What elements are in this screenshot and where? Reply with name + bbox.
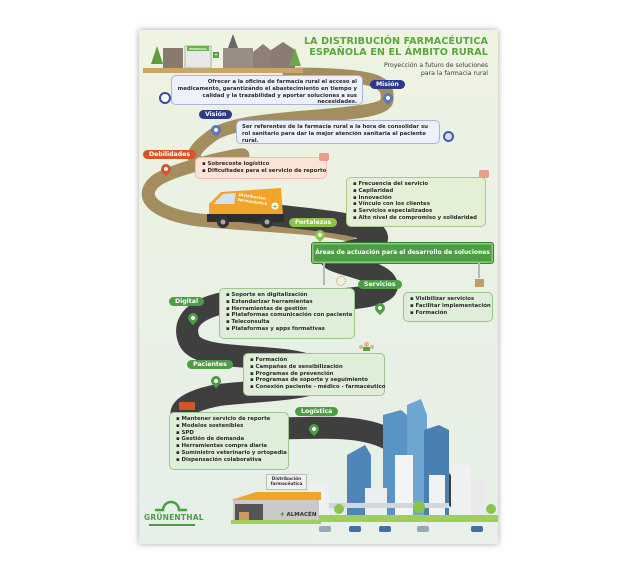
infographic-poster: FARMACIA + LA DISTRIBUCIÓN FARMACÉUTICA …	[139, 30, 498, 544]
fortalezas-item: Vínculo con los clientes	[353, 201, 479, 208]
thumbs-down-icon	[319, 153, 329, 161]
warehouse-illustration	[231, 492, 321, 524]
logistica-item: Dispensación colaborativa	[176, 457, 282, 464]
almacen-text: ALMACÉN	[286, 512, 317, 518]
debilidades-box: Sobrecoste logístico Dificultades para e…	[195, 157, 327, 179]
fortalezas-item: Frecuencia del servicio	[353, 181, 479, 188]
tree-icon	[289, 48, 301, 66]
logo-text: GRÜNENTHAL	[144, 513, 204, 522]
fortalezas-item: Alto nivel de compromiso y solidaridad	[353, 215, 479, 222]
subtitle-line-2: para la farmacia rural	[420, 69, 488, 77]
logistica-item: Herramientas compra diaria	[176, 443, 282, 450]
title-line-2: ESPAÑOLA EN EL ÁMBITO RURAL	[309, 47, 488, 58]
warehouse-sign: Distribución farmacéutica	[266, 474, 307, 490]
truck-icon	[179, 402, 195, 410]
pacientes-item: Programas de prevención	[250, 371, 378, 378]
banner-post	[478, 263, 480, 278]
digital-item: Teleconsulta	[226, 319, 348, 326]
page-subtitle: Proyección a futuro de soluciones para l…	[384, 62, 488, 77]
vision-text: Ser referentes de la farmacia rural a la…	[242, 124, 428, 144]
eye-icon	[443, 131, 454, 142]
touch-icon	[336, 276, 346, 286]
logistica-tag: Logística	[295, 407, 339, 416]
debilidades-tag: Debilidades	[143, 150, 197, 159]
warehouse-sign-text: Distribución farmacéutica	[270, 477, 303, 487]
pacientes-item: Campañas de sensibilización	[250, 364, 378, 371]
village-illustration: FARMACIA +	[143, 34, 303, 73]
pacientes-item: Formación	[250, 357, 378, 364]
cross-icon: ✚	[280, 512, 287, 518]
package-icon	[475, 279, 484, 287]
pacientes-box: Formación Campañas de sensibilización Pr…	[243, 353, 385, 396]
house-icon	[253, 44, 273, 68]
fortalezas-item: Innovación	[353, 195, 479, 202]
mision-text: Ofrecer a la oficina de farmacia rural e…	[177, 79, 357, 106]
logistica-box: Mantener servicio de reporte Modelos sos…	[169, 412, 289, 470]
fortalezas-item: Servicios especializados	[353, 208, 479, 215]
pacientes-tag: Pacientes	[187, 360, 233, 369]
logistica-item: Mantener servicio de reporte	[176, 416, 282, 423]
house-icon	[163, 48, 183, 68]
house-icon	[271, 42, 295, 68]
digital-item: Estandarizar herramientas	[226, 299, 348, 306]
grunenthal-logo: GRÜNENTHAL	[144, 513, 203, 522]
servicios-item: Formación	[410, 310, 486, 317]
fortalezas-item: Capilaridad	[353, 188, 479, 195]
mision-box: Ofrecer a la oficina de farmacia rural e…	[171, 75, 363, 105]
digital-box: Soporte en digitalización Estandarizar h…	[219, 288, 355, 339]
fortalezas-box: Frecuencia del servicio Capilaridad Inno…	[346, 177, 486, 227]
thumbs-up-icon	[479, 170, 489, 178]
logistica-item: Gestión de demanda	[176, 436, 282, 443]
servicios-item: Visibilizar servicios	[410, 296, 486, 303]
logistica-item: SPD	[176, 430, 282, 437]
digital-item: Plataformas comunicación con paciente	[226, 312, 353, 319]
delivery-van: +	[207, 188, 284, 228]
digital-item: Plataformas y apps formativas	[226, 326, 348, 333]
fortalezas-tag: Fortalezas	[289, 218, 338, 227]
digital-item: Soporte en digitalización	[226, 292, 348, 299]
logistica-item: Suministro veterinario y ortopedia	[176, 450, 287, 457]
church-spire	[228, 34, 238, 48]
pacientes-item: Programas de soporte y seguimiento	[250, 377, 378, 384]
page-title: LA DISTRIBUCIÓN FARMACÉUTICA ESPAÑOLA EN…	[304, 36, 488, 58]
debilidades-item: Dificultades para el servicio de reporto	[202, 168, 327, 175]
tree-icon	[151, 46, 163, 64]
city-illustration	[309, 399, 498, 544]
logo-underline	[149, 524, 195, 526]
pacientes-item: Conexión paciente - médico - farmacéutic…	[250, 384, 386, 391]
servicios-item: Facilitar implementación	[410, 303, 491, 310]
pharmacy-sign: FARMACIA	[189, 47, 207, 51]
vision-tag: Visión	[199, 110, 233, 119]
logistica-item: Modelos sostenibles	[176, 423, 282, 430]
title-line-1: LA DISTRIBUCIÓN FARMACÉUTICA	[303, 36, 488, 47]
digital-item: Herramientas de gestión	[226, 306, 348, 313]
target-icon	[159, 92, 171, 104]
banner-post	[323, 263, 325, 285]
banner-text: Áreas de actuación para el desarrollo de…	[315, 249, 490, 256]
servicios-tag: Servicios	[358, 280, 402, 289]
people-icon	[359, 341, 375, 351]
svg-text:+: +	[272, 204, 277, 211]
vision-box: Ser referentes de la farmacia rural a la…	[236, 120, 440, 144]
debilidades-item: Sobrecoste logístico	[202, 161, 320, 168]
church-icon	[223, 48, 253, 68]
digital-tag: Digital	[169, 297, 205, 306]
almacen-label: ✚ ALMACÉN	[280, 512, 316, 518]
servicios-box: Visibilizar servicios Facilitar implemen…	[403, 292, 493, 322]
areas-banner: Áreas de actuación para el desarrollo de…	[311, 242, 494, 264]
grunenthal-logo-icon	[155, 500, 187, 512]
subtitle-line-1: Proyección a futuro de soluciones	[383, 62, 488, 69]
svg-text:+: +	[213, 52, 218, 59]
mision-tag: Misión	[370, 80, 405, 89]
